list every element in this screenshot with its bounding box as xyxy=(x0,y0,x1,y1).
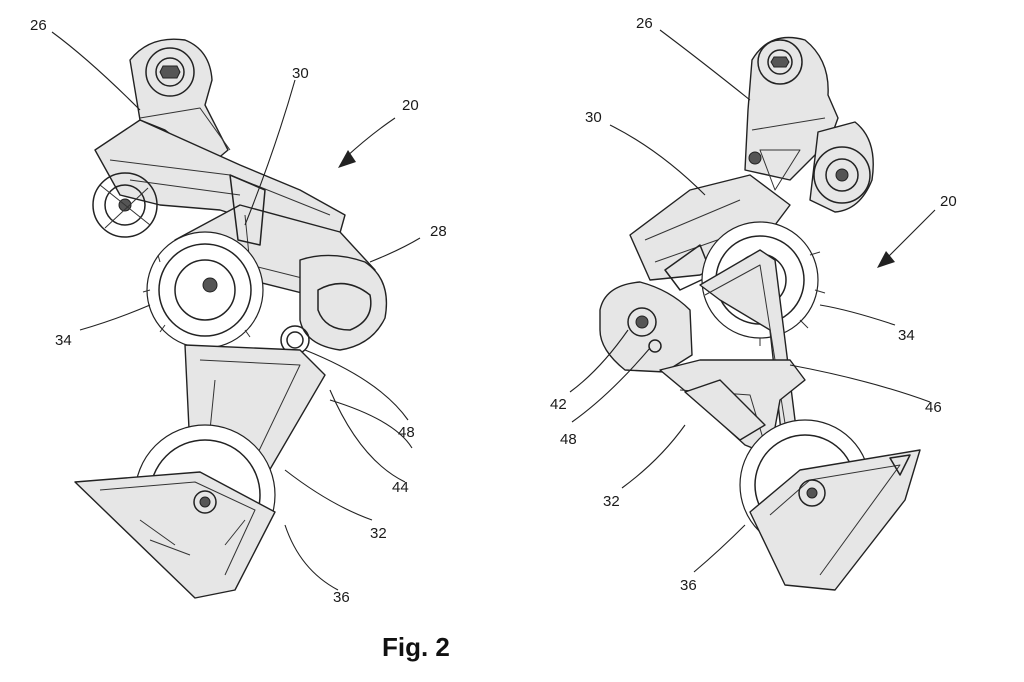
right-ref-34: 34 xyxy=(898,327,915,344)
left-ref-34: 34 xyxy=(55,332,72,349)
right-assembly-arrow xyxy=(877,209,936,268)
right-derailleur-view: 26 30 20 34 42 46 48 32 36 xyxy=(550,15,957,594)
right-ref-26: 26 xyxy=(636,15,653,32)
left-pulley-cage xyxy=(74,424,276,599)
left-ref-32: 32 xyxy=(370,525,387,542)
right-ref-36: 36 xyxy=(680,577,697,594)
right-pulley-cage xyxy=(739,419,921,591)
right-ref-30: 30 xyxy=(585,109,602,126)
left-assembly-arrow xyxy=(338,117,396,168)
left-ref-44: 44 xyxy=(392,479,409,496)
left-ref-48: 48 xyxy=(398,424,415,441)
figure-caption: Fig. 2 xyxy=(382,632,450,662)
left-ref-30: 30 xyxy=(292,65,309,82)
left-p-knuckle xyxy=(299,254,388,351)
left-cassette-cog xyxy=(142,231,264,356)
left-ref-36: 36 xyxy=(333,589,350,606)
right-mounting-bracket xyxy=(744,36,839,212)
right-upper-pulley xyxy=(809,121,874,213)
left-mounting-bracket xyxy=(129,38,231,166)
right-ref-46: 46 xyxy=(925,399,942,416)
left-ref-26: 26 xyxy=(30,17,47,34)
left-derailleur-view: 26 30 20 28 34 48 44 32 36 xyxy=(30,17,447,606)
left-leader-lines xyxy=(51,31,421,591)
right-ref-42: 42 xyxy=(550,396,567,413)
right-p-knuckle xyxy=(599,281,693,373)
left-ref-20: 20 xyxy=(402,97,419,114)
left-ref-28: 28 xyxy=(430,223,447,240)
right-ref-48: 48 xyxy=(560,431,577,448)
right-ref-32: 32 xyxy=(603,493,620,510)
right-leader-lines xyxy=(569,29,931,573)
right-ref-20: 20 xyxy=(940,193,957,210)
